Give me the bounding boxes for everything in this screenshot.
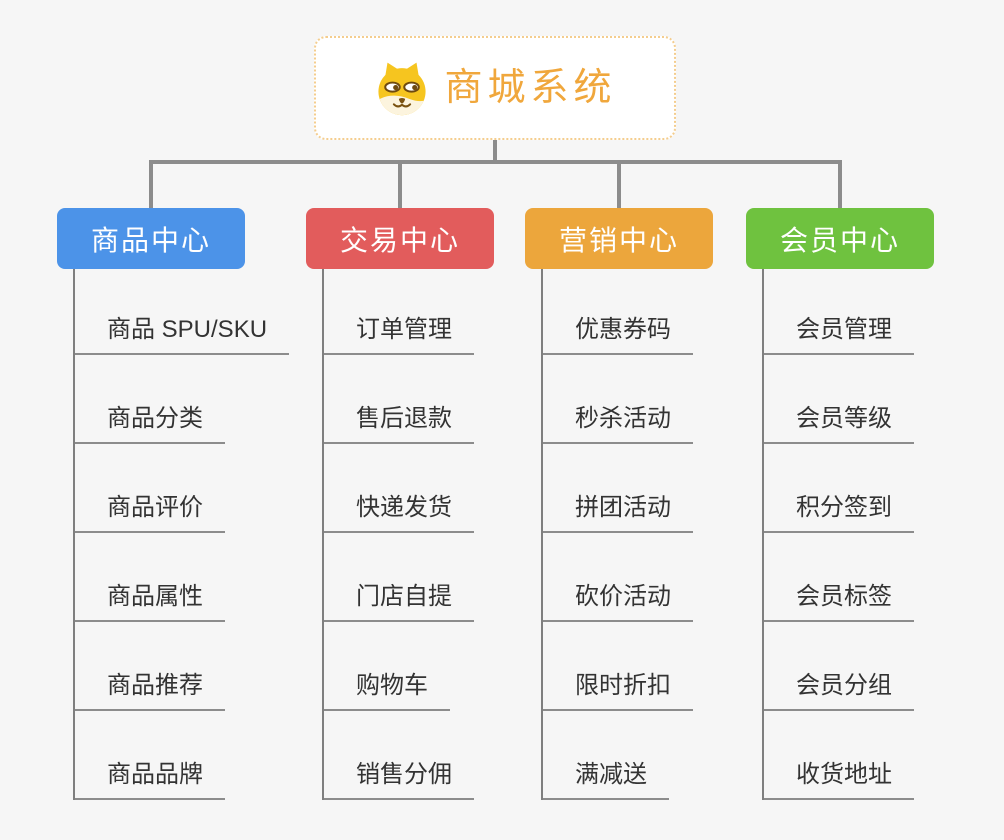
leaf-item: 秒杀活动 <box>543 355 693 444</box>
branch-box-goods-center[interactable]: 商品中心 <box>57 208 245 269</box>
leaf-item: 会员标签 <box>764 533 914 622</box>
branch-box-member-center[interactable]: 会员中心 <box>746 208 934 269</box>
leaf-label[interactable]: 快递发货 <box>324 494 474 533</box>
leaf-label[interactable]: 商品品牌 <box>75 761 225 800</box>
leaf-item: 商品分类 <box>75 355 289 444</box>
leaf-label[interactable]: 商品 SPU/SKU <box>75 316 290 355</box>
branch-spine-marketing: 优惠券码 秒杀活动 拼团活动 砍价活动 限时折扣 满减送 <box>541 269 693 800</box>
leaf-label[interactable]: 销售分佣 <box>324 761 474 800</box>
root-node[interactable]: 商城系统 <box>314 36 676 140</box>
leaf-item: 收货地址 <box>764 711 914 800</box>
leaf-label[interactable]: 售后退款 <box>324 405 474 444</box>
leaf-label[interactable]: 会员等级 <box>764 405 914 444</box>
leaf-label[interactable]: 商品属性 <box>75 583 225 622</box>
leaf-item: 销售分佣 <box>324 711 474 800</box>
branch-spine-member: 会员管理 会员等级 积分签到 会员标签 会员分组 收货地址 <box>762 269 914 800</box>
branch-goods-center: 商品中心 商品 SPU/SKU 商品分类 商品评价 商品属性 商品推荐 商品品牌 <box>57 208 290 800</box>
leaf-label[interactable]: 会员分组 <box>764 672 914 711</box>
leaf-item: 优惠券码 <box>543 269 693 355</box>
root-stem-connector <box>493 139 497 163</box>
dropper-connector-marketing <box>617 160 621 209</box>
branch-trade-center: 交易中心 订单管理 售后退款 快递发货 门店自提 购物车 销售分佣 <box>306 208 494 800</box>
branch-box-trade-center[interactable]: 交易中心 <box>306 208 494 269</box>
leaf-label[interactable]: 会员标签 <box>764 583 914 622</box>
leaf-label[interactable]: 购物车 <box>324 672 450 711</box>
dropper-connector-goods <box>149 160 153 209</box>
branch-spine-trade: 订单管理 售后退款 快递发货 门店自提 购物车 销售分佣 <box>322 269 474 800</box>
leaf-item: 砍价活动 <box>543 533 693 622</box>
leaf-item: 快递发货 <box>324 444 474 533</box>
leaf-item: 会员管理 <box>764 269 914 355</box>
branch-marketing-center: 营销中心 优惠券码 秒杀活动 拼团活动 砍价活动 限时折扣 满减送 <box>525 208 713 800</box>
leaf-item: 会员等级 <box>764 355 914 444</box>
leaf-label[interactable]: 订单管理 <box>324 316 474 355</box>
leaf-item: 商品属性 <box>75 533 289 622</box>
leaf-label[interactable]: 满减送 <box>543 761 669 800</box>
doge-icon <box>378 62 427 116</box>
leaf-item: 拼团活动 <box>543 444 693 533</box>
branch-rail-connector <box>149 160 842 164</box>
leaf-label[interactable]: 积分签到 <box>764 494 914 533</box>
leaf-item: 满减送 <box>543 711 693 800</box>
leaf-label[interactable]: 优惠券码 <box>543 316 693 355</box>
dropper-connector-trade <box>398 160 402 209</box>
leaf-label[interactable]: 门店自提 <box>324 583 474 622</box>
leaf-item: 限时折扣 <box>543 622 693 711</box>
leaf-item: 商品推荐 <box>75 622 289 711</box>
leaf-label[interactable]: 限时折扣 <box>543 672 693 711</box>
leaf-item: 商品 SPU/SKU <box>75 269 290 355</box>
leaf-item: 商品品牌 <box>75 711 289 800</box>
leaf-label[interactable]: 收货地址 <box>764 761 914 800</box>
leaf-label[interactable]: 拼团活动 <box>543 494 693 533</box>
leaf-label[interactable]: 砍价活动 <box>543 583 693 622</box>
root-title: 商城系统 <box>444 67 617 109</box>
branch-box-marketing-center[interactable]: 营销中心 <box>525 208 713 269</box>
leaf-item: 商品评价 <box>75 444 289 533</box>
leaf-item: 订单管理 <box>324 269 474 355</box>
leaf-item: 购物车 <box>324 622 474 711</box>
leaf-label[interactable]: 商品推荐 <box>75 672 225 711</box>
branch-spine-goods: 商品 SPU/SKU 商品分类 商品评价 商品属性 商品推荐 商品品牌 <box>73 269 290 800</box>
leaf-item: 售后退款 <box>324 355 474 444</box>
leaf-label[interactable]: 商品分类 <box>75 405 225 444</box>
leaf-item: 门店自提 <box>324 533 474 622</box>
leaf-item: 会员分组 <box>764 622 914 711</box>
branch-member-center: 会员中心 会员管理 会员等级 积分签到 会员标签 会员分组 收货地址 <box>746 208 934 800</box>
leaf-label[interactable]: 会员管理 <box>764 316 914 355</box>
leaf-label[interactable]: 秒杀活动 <box>543 405 693 444</box>
dropper-connector-member <box>838 160 842 209</box>
leaf-label[interactable]: 商品评价 <box>75 494 225 533</box>
leaf-item: 积分签到 <box>764 444 914 533</box>
